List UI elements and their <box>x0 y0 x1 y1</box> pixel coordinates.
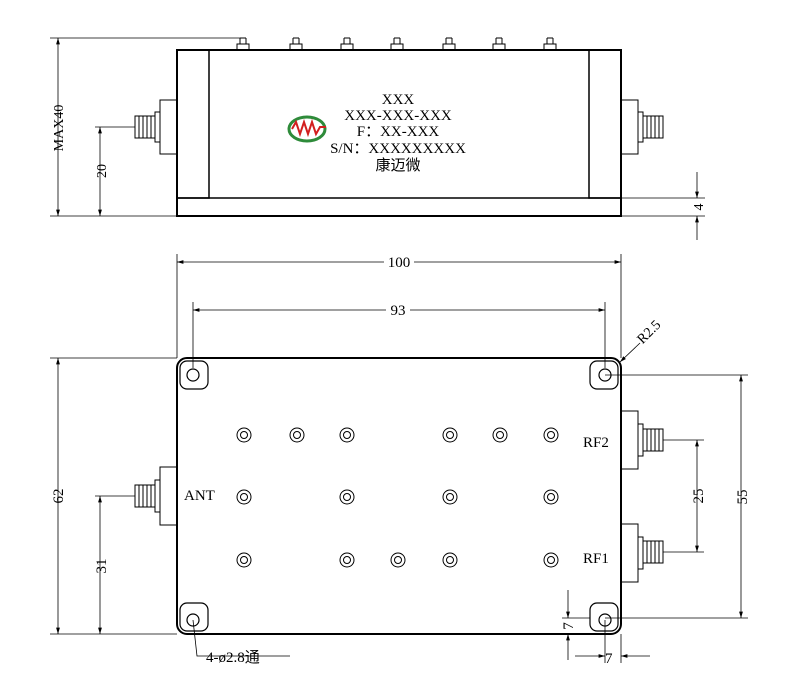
dim-height-label: 62 <box>51 489 67 504</box>
rf1-connector <box>620 523 664 583</box>
dim-ant-offset <box>95 495 135 634</box>
port-rf1-label: RF1 <box>583 551 609 567</box>
dim-connector-height <box>95 126 135 216</box>
front-left-connector <box>134 99 178 155</box>
company-logo <box>287 115 327 143</box>
dim-hole-offset-y <box>562 590 590 660</box>
top-view: ANT RF2 RF1 100 93 R2.5 62 <box>50 253 751 667</box>
dim-base-thickness-label: 4 <box>692 204 707 211</box>
dim-max-height <box>50 37 240 217</box>
dim-height <box>50 357 177 635</box>
dim-hole-vertical <box>605 374 748 619</box>
dim-width-label: 100 <box>388 255 411 271</box>
front-right-connector <box>620 99 664 155</box>
dim-rf-spacing <box>663 439 704 553</box>
port-ant-label: ANT <box>184 488 215 504</box>
label-part-number: XXX-XXX-XXX <box>344 108 452 124</box>
dim-connector-height-label: 20 <box>95 164 110 178</box>
dim-rf-spacing-label: 25 <box>691 489 707 504</box>
rf2-connector <box>620 410 664 470</box>
dim-hole-offset-x <box>575 620 650 663</box>
dim-hole-spacing-label: 93 <box>391 303 406 319</box>
hole-note-label: 4-ø2.8通 <box>206 649 260 666</box>
dim-base-thickness <box>621 172 705 240</box>
label-company: 康迈微 <box>375 157 420 174</box>
dim-radius-label: R2.5 <box>635 318 665 348</box>
tuning-screws <box>236 427 559 568</box>
dim-max-height-label: MAX40 <box>52 105 67 152</box>
front-view: XXX XXX-XXX-XXX F：XX-XXX S/N：XXXXXXXXX 康… <box>50 37 707 240</box>
ant-connector <box>134 466 178 526</box>
top-pins <box>236 37 557 51</box>
mounting-holes <box>179 360 619 632</box>
label-frequency: F：XX-XXX <box>357 124 440 140</box>
port-rf2-label: RF2 <box>583 435 609 451</box>
label-serial: S/N：XXXXXXXXX <box>330 141 466 157</box>
dim-hole-offset-y-label: 7 <box>561 622 577 630</box>
dim-hole-vertical-label: 55 <box>735 490 751 505</box>
dim-hole-offset-x-label: 7 <box>605 651 613 667</box>
label-model: XXX <box>382 92 415 108</box>
dim-ant-offset-label: 31 <box>94 559 110 574</box>
